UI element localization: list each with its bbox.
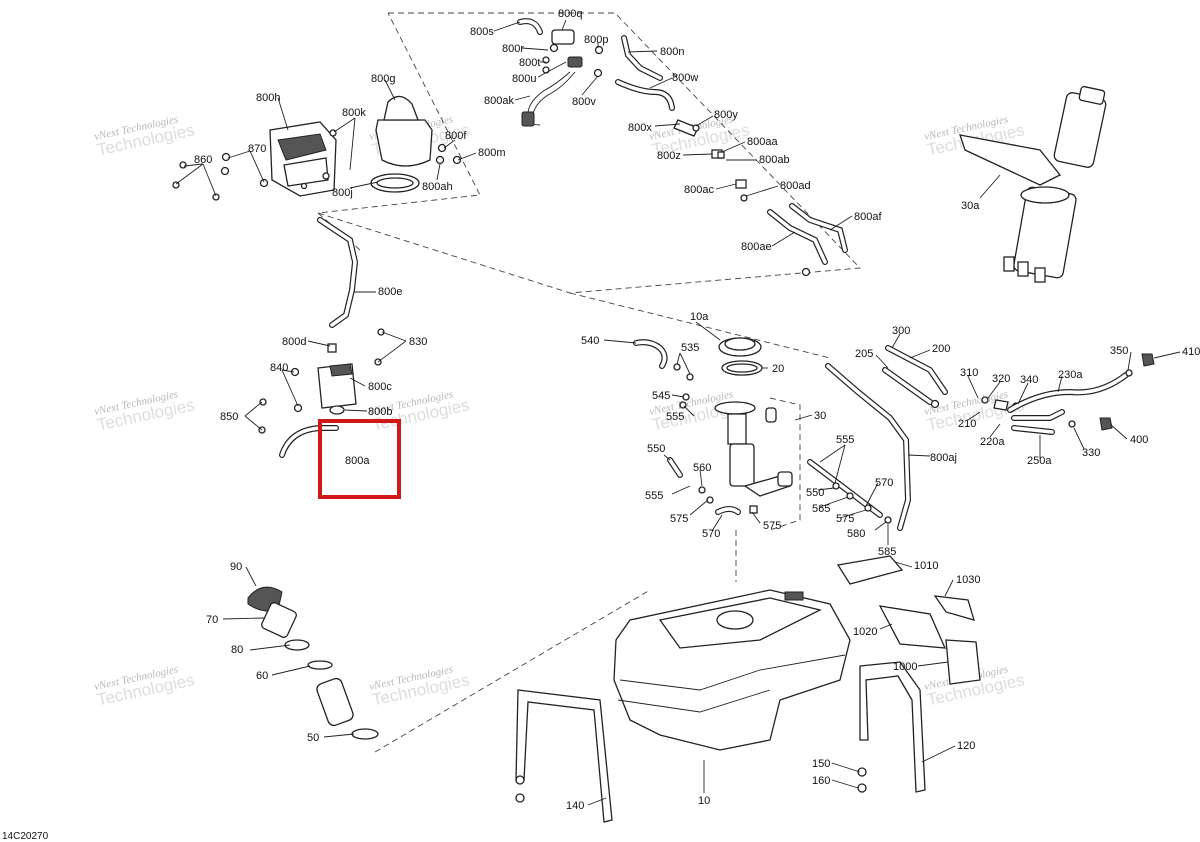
part-label-550-b[interactable]: 550: [806, 487, 824, 499]
part-label-350[interactable]: 350: [1110, 345, 1128, 357]
part-label-535[interactable]: 535: [681, 342, 699, 354]
part-label-1000[interactable]: 1000: [893, 661, 917, 673]
part-number-labels: 800s 800q 800r 800t 800u 800p 800n 800w …: [194, 8, 1200, 812]
part-label-320[interactable]: 320: [992, 373, 1010, 385]
top-component-drawings: [172, 18, 848, 277]
part-label-800k[interactable]: 800k: [342, 107, 366, 119]
part-label-205[interactable]: 205: [855, 348, 873, 360]
part-label-585[interactable]: 585: [878, 546, 896, 558]
part-label-10a[interactable]: 10a: [690, 311, 709, 323]
part-label-400[interactable]: 400: [1130, 434, 1148, 446]
part-label-800h[interactable]: 800h: [256, 92, 280, 104]
part-label-570-a[interactable]: 570: [702, 528, 720, 540]
fuel-line-cluster-drawings: [882, 345, 1155, 435]
part-label-60[interactable]: 60: [256, 670, 268, 682]
part-label-30a[interactable]: 30a: [961, 200, 980, 212]
part-label-800ac[interactable]: 800ac: [684, 184, 714, 196]
part-label-840[interactable]: 840: [270, 362, 288, 374]
part-label-800d[interactable]: 800d: [282, 336, 306, 348]
part-label-200[interactable]: 200: [932, 343, 950, 355]
part-label-545[interactable]: 545: [652, 390, 670, 402]
highlight-box: [318, 419, 401, 499]
part-label-800f[interactable]: 800f: [445, 130, 467, 142]
part-label-120[interactable]: 120: [957, 740, 975, 752]
part-label-800aj[interactable]: 800aj: [930, 452, 957, 464]
filler-neck-drawings: [247, 586, 379, 740]
part-label-250a[interactable]: 250a: [1027, 455, 1052, 467]
part-label-580[interactable]: 580: [847, 528, 865, 540]
part-label-140[interactable]: 140: [566, 800, 584, 812]
part-label-800v[interactable]: 800v: [572, 96, 596, 108]
part-label-1020[interactable]: 1020: [853, 626, 877, 638]
fuel-pump-tank-module-drawings: [633, 337, 912, 531]
part-label-555-a[interactable]: 555: [666, 411, 684, 423]
part-label-555-c[interactable]: 555: [836, 434, 854, 446]
part-label-10[interactable]: 10: [698, 795, 710, 807]
part-label-160[interactable]: 160: [812, 775, 830, 787]
part-label-20[interactable]: 20: [772, 363, 784, 375]
part-label-800r[interactable]: 800r: [502, 43, 524, 55]
part-label-800ak[interactable]: 800ak: [484, 95, 514, 107]
part-label-800p[interactable]: 800p: [584, 34, 608, 46]
part-label-1010[interactable]: 1010: [914, 560, 938, 572]
part-label-800m[interactable]: 800m: [478, 147, 506, 159]
part-label-555-b[interactable]: 555: [645, 490, 663, 502]
part-label-800af[interactable]: 800af: [854, 211, 882, 223]
part-label-800x[interactable]: 800x: [628, 122, 652, 134]
part-label-150[interactable]: 150: [812, 758, 830, 770]
part-label-30[interactable]: 30: [814, 410, 826, 422]
part-label-800aa[interactable]: 800aa: [747, 136, 778, 148]
part-label-575-a[interactable]: 575: [670, 513, 688, 525]
part-label-230a[interactable]: 230a: [1058, 369, 1083, 381]
fuel-tank-drawing: [515, 555, 981, 823]
part-label-800ah[interactable]: 800ah: [422, 181, 453, 193]
part-label-800y[interactable]: 800y: [714, 109, 738, 121]
part-label-800ab[interactable]: 800ab: [759, 154, 790, 166]
part-label-210[interactable]: 210: [958, 418, 976, 430]
part-label-540[interactable]: 540: [581, 335, 599, 347]
part-label-330[interactable]: 330: [1082, 447, 1100, 459]
part-label-550-a[interactable]: 550: [647, 443, 665, 455]
part-label-70[interactable]: 70: [206, 614, 218, 626]
part-label-800g[interactable]: 800g: [371, 73, 395, 85]
part-label-800u[interactable]: 800u: [512, 73, 536, 85]
part-label-860[interactable]: 860: [194, 154, 212, 166]
part-label-300[interactable]: 300: [892, 325, 910, 337]
part-label-800q[interactable]: 800q: [558, 8, 582, 20]
part-label-800j[interactable]: 800j: [332, 187, 353, 199]
fuel-pump-module-drawing: [959, 85, 1107, 283]
part-label-800z[interactable]: 800z: [657, 150, 681, 162]
part-label-800ae[interactable]: 800ae: [741, 241, 772, 253]
part-label-850[interactable]: 850: [220, 411, 238, 423]
part-label-560[interactable]: 560: [693, 462, 711, 474]
part-label-800n[interactable]: 800n: [660, 46, 684, 58]
part-label-870[interactable]: 870: [248, 143, 266, 155]
part-label-800t[interactable]: 800t: [519, 57, 540, 69]
part-label-800e[interactable]: 800e: [378, 286, 402, 298]
drawing-code: 14C20270: [2, 831, 49, 842]
part-label-800s[interactable]: 800s: [470, 26, 494, 38]
part-label-570-b[interactable]: 570: [875, 477, 893, 489]
part-label-800c[interactable]: 800c: [368, 381, 392, 393]
part-label-800w[interactable]: 800w: [672, 72, 698, 84]
part-label-800b[interactable]: 800b: [368, 406, 392, 418]
part-label-565[interactable]: 565: [812, 503, 830, 515]
part-label-800ad[interactable]: 800ad: [780, 180, 811, 192]
part-label-800a[interactable]: 800a: [345, 455, 370, 467]
leader-lines: [175, 19, 1181, 806]
part-label-575-c[interactable]: 575: [836, 513, 854, 525]
part-label-1030[interactable]: 1030: [956, 574, 980, 586]
part-label-90[interactable]: 90: [230, 561, 242, 573]
part-label-80[interactable]: 80: [231, 644, 243, 656]
part-label-830[interactable]: 830: [409, 336, 427, 348]
part-label-410[interactable]: 410: [1182, 346, 1200, 358]
part-label-340[interactable]: 340: [1020, 374, 1038, 386]
part-label-50[interactable]: 50: [307, 732, 319, 744]
part-label-220a[interactable]: 220a: [980, 436, 1005, 448]
part-label-310[interactable]: 310: [960, 367, 978, 379]
part-label-575-b[interactable]: 575: [763, 520, 781, 532]
